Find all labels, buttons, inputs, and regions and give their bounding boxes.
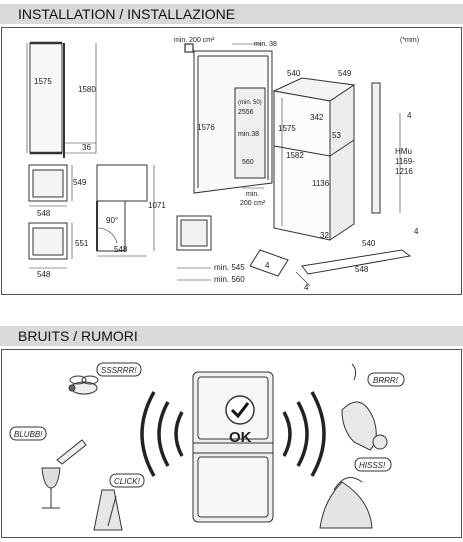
dim-1582: 1582 xyxy=(286,151,304,160)
hmu-line-2: 1169- xyxy=(395,157,415,166)
niche-side-view xyxy=(26,41,97,158)
dim-548-b: 548 xyxy=(114,245,128,254)
dim-min-545: min. 545 xyxy=(214,263,245,272)
dim-32: 32 xyxy=(320,231,329,240)
installation-header: INSTALLATION / INSTALLAZIONE xyxy=(0,4,463,24)
cabinet-front-small xyxy=(28,164,73,207)
dim-4-left: 4 xyxy=(265,261,270,270)
noise-title: BRUITS / RUMORI xyxy=(18,328,138,344)
dim-1575-side: 1575 xyxy=(34,77,52,86)
dim-560: 560 xyxy=(242,159,254,166)
dim-1580: 1580 xyxy=(78,85,96,94)
dim-4-lower: 4 xyxy=(414,227,419,236)
dim-1575-main: 1575 xyxy=(278,124,296,133)
iron-sound: HISSS! xyxy=(359,461,386,470)
installation-diagram-frame: (*mm) 1575 1580 36 549 548 1071 90° 548 xyxy=(1,27,462,295)
metronome-speech-bubble xyxy=(109,473,145,488)
angle-90: 90° xyxy=(106,216,118,225)
dim-2556: 2556 xyxy=(238,109,254,116)
dim-540-bottom: 540 xyxy=(362,239,376,248)
fly-illustration xyxy=(68,375,99,395)
dim-min-50: (min. 50) xyxy=(238,100,262,106)
appliance-perspective xyxy=(272,77,356,241)
cat-illustration xyxy=(341,363,388,451)
hmu-line-1: HMu xyxy=(395,147,412,156)
dim-342: 342 xyxy=(310,113,324,122)
sound-waves-left xyxy=(140,391,184,477)
dim-4-right: 4 xyxy=(407,111,412,120)
dim-548-c: 548 xyxy=(37,270,51,279)
noise-illustration: SSSRRR! BLUBB! CLICK! OK xyxy=(9,362,405,531)
dim-549: 549 xyxy=(73,178,87,187)
installation-diagram: (*mm) 1575 1580 36 549 548 1071 90° 548 xyxy=(26,37,419,292)
metronome-sound: CLICK! xyxy=(114,477,141,486)
niche-clearance-box xyxy=(176,215,212,281)
dim-1576: 1576 xyxy=(197,123,215,132)
dim-min-200-bottom-2: 200 cm² xyxy=(240,200,266,207)
hmu-line-3: 1216 xyxy=(395,167,413,176)
noise-illustration-frame: SSSRRR! BLUBB! CLICK! OK xyxy=(1,349,462,538)
fly-speech-bubble xyxy=(96,362,142,377)
dim-min-560: min. 560 xyxy=(214,275,245,284)
dim-min-200-bottom-1: min. xyxy=(246,191,259,198)
ok-label: OK xyxy=(229,429,252,446)
refrigerator-illustration xyxy=(192,371,274,523)
floor-layout xyxy=(249,249,412,287)
ok-check-circle xyxy=(225,395,255,425)
dim-53: 53 xyxy=(332,131,341,140)
dim-min-38-top: min. 38 xyxy=(254,41,277,48)
dim-4-step: 4 xyxy=(304,283,309,292)
cat-sound: BRRR! xyxy=(373,376,399,385)
cabinet-lower xyxy=(28,222,73,269)
dim-551: 551 xyxy=(75,239,89,248)
cabinet-door-swing xyxy=(96,164,155,257)
unit-note: (*mm) xyxy=(400,37,419,44)
metronome-illustration xyxy=(93,489,123,531)
installation-perspective xyxy=(184,43,273,194)
iron-illustration xyxy=(319,477,373,529)
dim-1071: 1071 xyxy=(148,201,166,210)
dim-36: 36 xyxy=(82,143,91,152)
wine-glass-illustration xyxy=(41,439,87,509)
dim-548-bottom: 548 xyxy=(355,265,369,274)
dim-540-top: 540 xyxy=(287,69,301,78)
wine-speech-bubble xyxy=(9,426,47,441)
wine-sound: BLUBB! xyxy=(14,430,43,439)
noise-header: BRUITS / RUMORI xyxy=(0,326,463,346)
dim-548-a: 548 xyxy=(37,209,51,218)
door-rail xyxy=(371,82,401,214)
sound-waves-right xyxy=(282,391,326,477)
cat-speech-bubble xyxy=(367,372,405,387)
fly-sound: SSSRRR! xyxy=(101,366,137,375)
iron-speech-bubble xyxy=(354,457,392,472)
dim-min-200-top: min. 200 cm² xyxy=(174,37,215,44)
dim-549-top: 549 xyxy=(338,69,352,78)
dim-1136: 1136 xyxy=(312,179,330,188)
installation-title: INSTALLATION / INSTALLAZIONE xyxy=(18,6,236,22)
dim-min-38-mid: min.38 xyxy=(238,131,259,138)
